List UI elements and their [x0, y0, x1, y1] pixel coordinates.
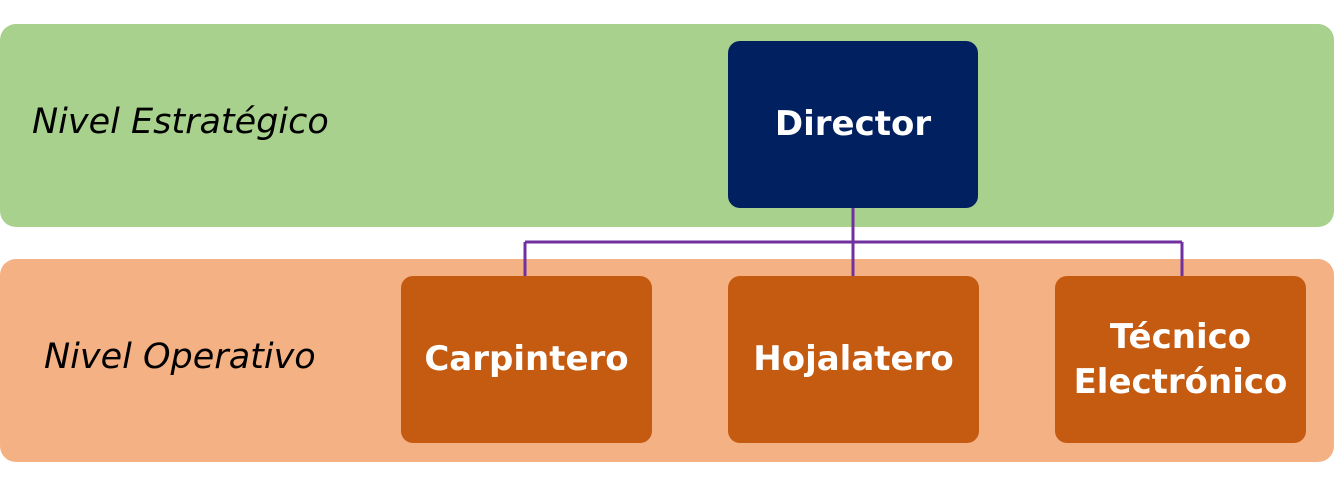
director-label: Director [774, 104, 932, 145]
tecnico-electronico-label: Técnico Electrónico [1073, 317, 1288, 402]
tecnico-electronico-box: Técnico Electrónico [1055, 276, 1306, 443]
director-box: Director [728, 41, 978, 208]
carpintero-box: Carpintero [401, 276, 652, 443]
carpintero-label: Carpintero [424, 339, 629, 380]
strategic-level-band [0, 24, 1334, 227]
hojalatero-label: Hojalatero [753, 339, 954, 380]
strategic-level-label: Nivel Estratégico [32, 102, 329, 142]
hojalatero-box: Hojalatero [728, 276, 979, 443]
operative-level-label: Nivel Operativo [44, 337, 316, 377]
